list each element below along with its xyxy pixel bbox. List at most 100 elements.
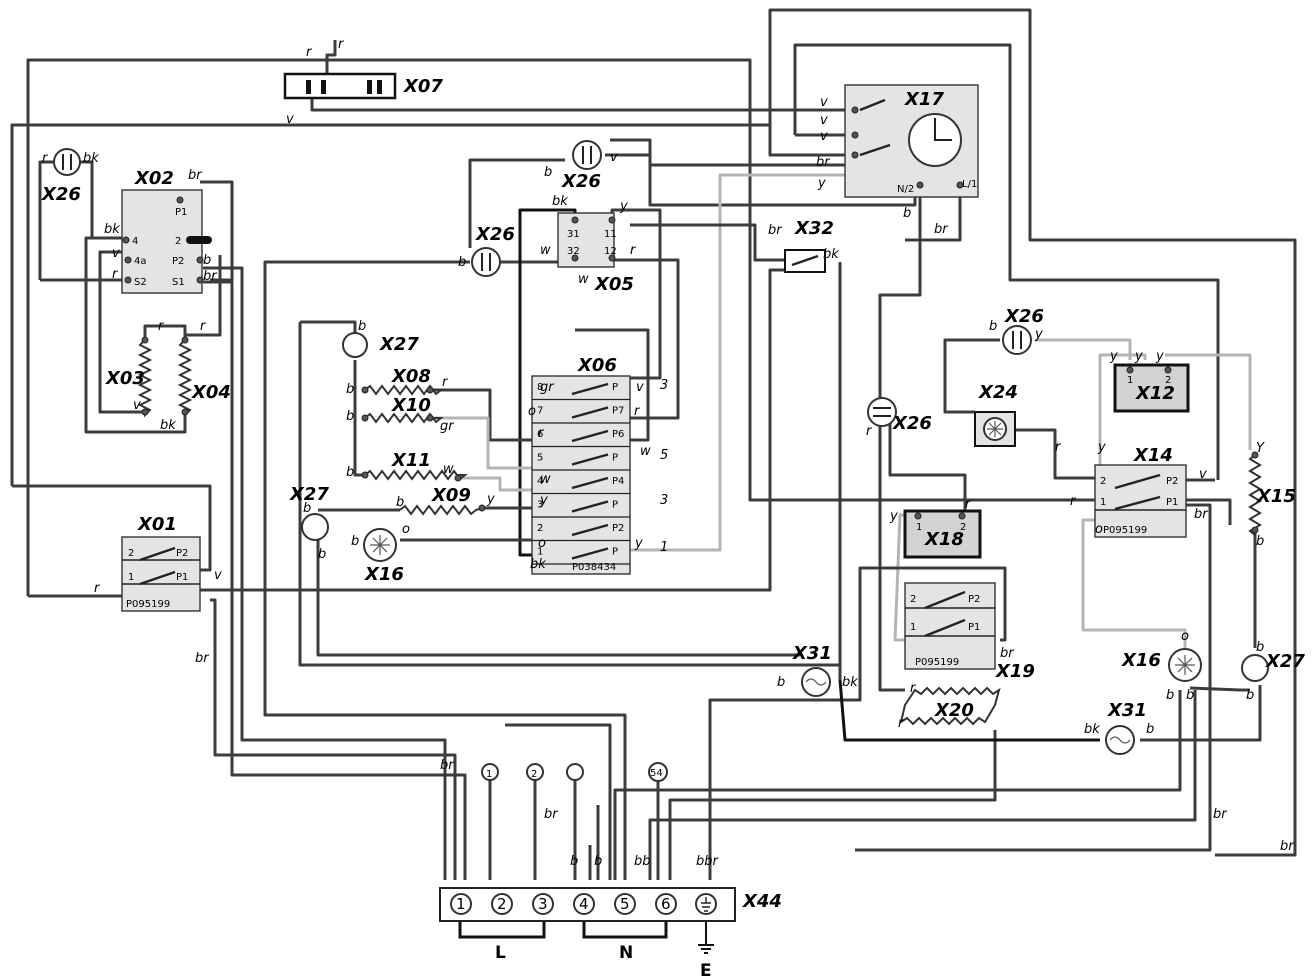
wl-b-7: b xyxy=(346,465,354,480)
wl-v-7: v xyxy=(610,150,618,165)
x14-pin-1: 1 xyxy=(1100,497,1106,508)
wl-br-10: br xyxy=(1280,839,1295,854)
wire-x16r-b xyxy=(613,690,1182,880)
x06-side-5: 5 xyxy=(660,448,668,463)
tag-54: 54 xyxy=(650,768,663,779)
x06-pin-right: P2 xyxy=(612,523,624,534)
x26-label-5: X26 xyxy=(892,413,932,434)
wire-x05-r xyxy=(612,258,680,420)
x07-connector: X07 xyxy=(283,72,443,100)
x03-heater: X03 xyxy=(105,336,153,418)
wl-br-3: br xyxy=(203,269,218,284)
x19-pin-p2: P2 xyxy=(968,594,980,605)
x06-pin-left: 8 xyxy=(537,382,543,393)
wl-b-3: b xyxy=(458,255,466,270)
x08-heater: X08 xyxy=(361,366,444,396)
x31-lamp-right: X31 xyxy=(1105,700,1147,755)
x32-label: X32 xyxy=(794,218,834,239)
x17-timer: N/2 L/1 X17 xyxy=(844,84,979,198)
wl-b-11: b xyxy=(351,534,359,549)
wl-w-2: w xyxy=(578,272,589,287)
wl-r-5: r xyxy=(158,319,165,334)
wire-x27b-b xyxy=(316,525,800,657)
wl-br-7: br xyxy=(1194,507,1209,522)
x06-pin-left: 2 xyxy=(537,523,543,534)
wire-x02-s1 xyxy=(203,280,467,880)
wl-bbr-1: bbr xyxy=(696,854,720,869)
x06-pin-left: 3 xyxy=(537,500,543,511)
wire-x10 xyxy=(430,416,560,470)
wl-br-8: br xyxy=(1000,646,1015,661)
label-l: L xyxy=(495,943,506,963)
wl-y-8: y xyxy=(1134,349,1143,364)
wl-y-10: y xyxy=(1097,440,1106,455)
x26-cap-center: X26 xyxy=(867,397,932,434)
x44-terminal-label: 5 xyxy=(620,895,630,913)
wire-x32-br xyxy=(630,223,790,262)
wl-v-10: v xyxy=(1199,467,1207,482)
x04-heater: X04 xyxy=(177,336,231,418)
x01-pin-p2: P2 xyxy=(176,548,188,559)
wire-x02-p2 xyxy=(203,266,447,880)
x17-pin-n2: N/2 xyxy=(897,184,914,195)
x06-contact-switch xyxy=(571,406,609,419)
wl-r-8: r xyxy=(442,375,449,390)
x20-label: X20 xyxy=(934,700,974,721)
x26-cap-topleft: X26 xyxy=(41,148,81,205)
wires xyxy=(10,8,1297,880)
x44-terminal-label: 2 xyxy=(497,895,507,913)
x19-pin-p1: P1 xyxy=(968,622,980,633)
wl-r-17: r xyxy=(898,716,905,731)
wl-r-16: r xyxy=(910,681,917,696)
x01-pin-2: 2 xyxy=(128,548,134,559)
wl-w-3: w xyxy=(443,462,454,477)
x01-thermal-switch: X01 2 P2 1 P1 P095199 xyxy=(121,514,201,612)
wl-v-9: v xyxy=(214,568,222,583)
x26-cap-mid: X26 xyxy=(471,224,515,277)
x06-label: X06 xyxy=(577,355,617,376)
wl-bk-5: bk xyxy=(530,557,546,572)
x44-terminal-label: 4 xyxy=(579,895,589,913)
x20-heater: X20 xyxy=(899,686,1001,726)
wl-v-8: v xyxy=(636,380,644,395)
wl-b-2: b xyxy=(544,165,552,180)
wl-o-1: o xyxy=(528,404,536,419)
x06-pin-left: 7 xyxy=(537,406,543,417)
wl-gr-1: gr xyxy=(440,419,455,434)
x18-element: 1 2 X18 xyxy=(903,509,982,559)
x02-pin-4a: 4a xyxy=(134,256,147,267)
x06-pin-left: 1 xyxy=(537,547,543,558)
wl-b-10: b xyxy=(318,547,326,562)
wl-br-11: br xyxy=(440,758,455,773)
x07-label: X07 xyxy=(403,76,443,97)
x06-contact-switch xyxy=(571,382,609,396)
tag-1: 1 xyxy=(486,769,492,780)
x31-label-2: X31 xyxy=(1107,700,1147,721)
x06-contact-switch xyxy=(571,523,609,537)
wl-y-6: y xyxy=(1034,327,1043,342)
x05-pin-11: 11 xyxy=(604,229,617,240)
x26-label-1: X26 xyxy=(41,184,81,205)
x44-terminal-label: 1 xyxy=(456,895,466,913)
x15-heater: X15 xyxy=(1248,451,1296,538)
x16-fan-right: X16 xyxy=(1121,648,1202,682)
wire-x03-x04 xyxy=(143,324,187,340)
wire-x17-br xyxy=(610,138,850,167)
x14-thermal-switch: X14 2 P2 1 P1 P095199 xyxy=(1094,445,1187,538)
wire-x06-y-light xyxy=(612,173,850,552)
x24-label: X24 xyxy=(978,382,1018,403)
x05-pin-32: 32 xyxy=(567,246,580,257)
x18-label: X18 xyxy=(924,529,964,550)
wl-r-13: r xyxy=(1055,440,1062,455)
wl-br-2: br xyxy=(188,168,203,183)
wl-v-4: v xyxy=(820,129,828,144)
x14-label: X14 xyxy=(1133,445,1173,466)
x11-heater: X11 xyxy=(361,450,468,482)
wl-bk-4: bk xyxy=(552,194,568,209)
x06-pin-right: P4 xyxy=(612,476,624,487)
x06-contact-switch xyxy=(571,453,609,466)
x06-side-3a: 3 xyxy=(660,378,668,393)
wire-x19-br xyxy=(708,566,1007,880)
